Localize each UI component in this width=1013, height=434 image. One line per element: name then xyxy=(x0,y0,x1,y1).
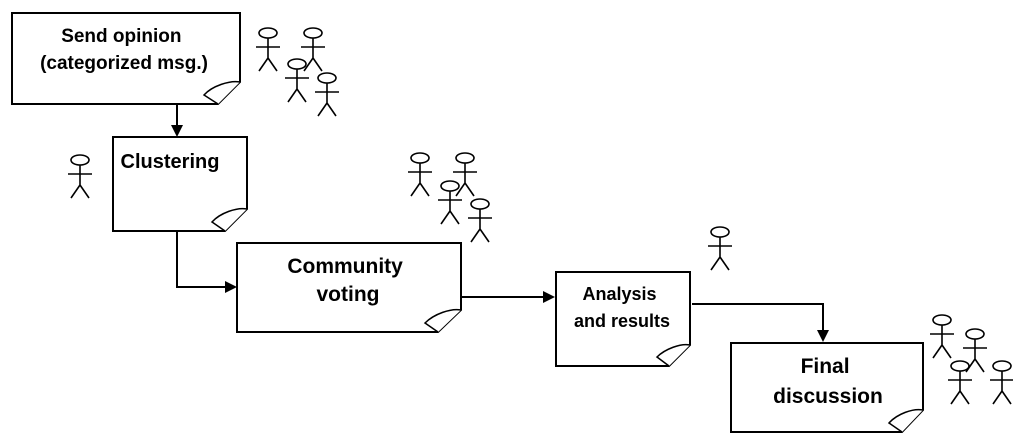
step-label-line: Clustering xyxy=(121,151,220,173)
flow-arrows xyxy=(171,104,829,342)
step-label-line: and results xyxy=(574,311,670,331)
stick-figure-icon xyxy=(68,154,92,199)
step-label-line: discussion xyxy=(773,385,883,408)
crowd-icon xyxy=(408,152,492,243)
step-label-line: Analysis xyxy=(582,284,656,304)
svg-text:Final discussion: Final discussion xyxy=(773,355,883,408)
person-icon xyxy=(68,154,92,199)
arrow-analysis-to-final xyxy=(692,303,829,342)
svg-text:Send opinion (categorize: Send opinion (categorized msg.) xyxy=(40,26,208,74)
svg-text:Analysis and results: Analysis and results xyxy=(574,284,670,331)
stick-figure-icon xyxy=(438,180,462,225)
step-clustering: Clustering xyxy=(112,136,248,232)
step-community-voting: Community voting xyxy=(236,242,462,333)
stick-figure-icon xyxy=(990,360,1013,405)
svg-text:Clustering: Clustering xyxy=(121,151,220,173)
step-label-line: Community xyxy=(287,255,403,278)
person-icon xyxy=(708,226,732,271)
stick-figure-icon xyxy=(468,198,492,243)
stick-figure-icon xyxy=(408,152,432,197)
step-label-line: voting xyxy=(317,283,380,306)
stick-figure-icon xyxy=(453,152,477,197)
step-label-line: (categorized msg.) xyxy=(40,53,208,74)
stick-figure-icon xyxy=(285,58,309,103)
step-final-discussion: Final discussion xyxy=(730,342,924,433)
crowd-icon xyxy=(930,314,1013,405)
crowd-icon xyxy=(256,27,339,117)
step-send-opinion: Send opinion (categorized msg.) xyxy=(11,12,241,105)
step-label-line: Send opinion xyxy=(61,26,181,47)
stick-figure-icon xyxy=(948,360,972,405)
stick-figure-icon xyxy=(315,72,339,117)
stick-figure-icon xyxy=(301,27,325,72)
svg-text:Community voting: Community voting xyxy=(287,255,408,306)
stick-figure-icon xyxy=(708,226,732,271)
stick-figure-icon xyxy=(930,314,954,359)
arrow-clustering-to-voting xyxy=(176,232,237,293)
step-analysis-results: Analysis and results xyxy=(555,271,691,367)
stick-figure-icon xyxy=(963,328,987,373)
step-label-line: Final xyxy=(801,355,850,378)
stick-figure-icon xyxy=(256,27,280,72)
